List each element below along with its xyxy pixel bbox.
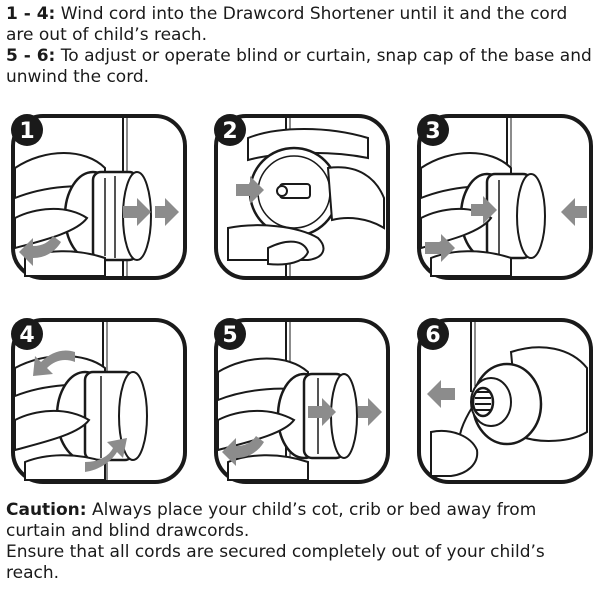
step-panel-1: 1 <box>5 108 191 284</box>
caution: Caution: Always place your child’s cot, … <box>6 500 594 584</box>
step-panel-4: 4 <box>5 312 191 488</box>
instruction-label-2: 5 - 6: <box>6 46 56 66</box>
step-number-4: 4 <box>19 323 34 348</box>
step-number-2: 2 <box>222 119 237 144</box>
step-illustration-2: 2 <box>214 114 390 280</box>
step-illustration-1: 1 <box>11 114 187 280</box>
caution-line-1: Caution: Always place your child’s cot, … <box>6 500 594 542</box>
instruction-line-1: 1 - 4: Wind cord into the Drawcord Short… <box>6 4 594 46</box>
step-number-3: 3 <box>425 119 440 144</box>
step-panel-5: 5 <box>208 312 394 488</box>
caution-line-2: Ensure that all cords are secured comple… <box>6 542 545 583</box>
step-number-5: 5 <box>222 323 237 348</box>
instructions: 1 - 4: Wind cord into the Drawcord Short… <box>6 4 594 88</box>
step-panel-6: 6 <box>411 312 597 488</box>
step-illustration-5: 5 <box>214 318 390 484</box>
instruction-label-1: 1 - 4: <box>6 4 56 24</box>
step-number-1: 1 <box>19 119 34 144</box>
caution-text: Always place your child’s cot, crib or b… <box>6 500 537 541</box>
caution-label: Caution: <box>6 500 87 520</box>
steps-grid: 1 2 <box>0 100 600 500</box>
step-illustration-6: 6 <box>417 318 593 484</box>
step-number-6: 6 <box>425 323 440 348</box>
step-illustration-4: 4 <box>11 318 187 484</box>
step-panel-3: 3 <box>411 108 597 284</box>
step-panel-2: 2 <box>208 108 394 284</box>
step-illustration-3: 3 <box>417 114 593 280</box>
instruction-line-2: 5 - 6: To adjust or operate blind or cur… <box>6 46 594 88</box>
instruction-text-1: Wind cord into the Drawcord Shortener un… <box>6 4 568 45</box>
instruction-text-2: To adjust or operate blind or curtain, s… <box>6 46 592 87</box>
